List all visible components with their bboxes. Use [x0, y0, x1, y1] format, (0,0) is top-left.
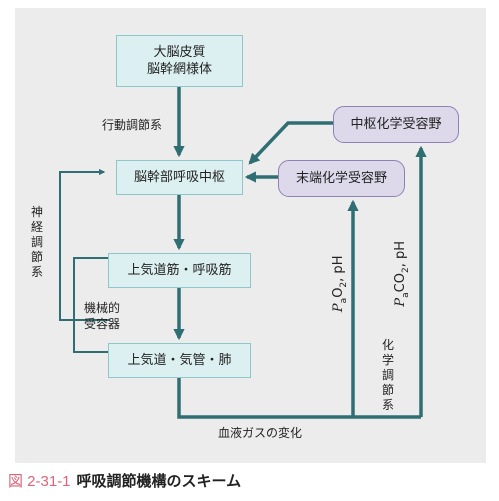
pao2-o: O — [331, 287, 347, 298]
paco2-rest: , pH — [393, 241, 409, 268]
pao2-p: P — [331, 303, 347, 313]
airway-label: 上気道・気管・肺 — [127, 353, 232, 368]
paco2-p: P — [393, 297, 409, 307]
muscles-label: 上気道筋・呼吸筋 — [127, 263, 232, 278]
central-chemoreceptor-label: 中枢化学受容野 — [350, 117, 442, 132]
pao2-ph-label: PaO2, pH — [331, 244, 349, 324]
neural-control-label: 神経調節系 — [30, 205, 43, 279]
figure-title: 呼吸調節機構のスキーム — [76, 472, 242, 490]
mechanoreceptor-line2: 受容器 — [84, 317, 121, 331]
airway-box: 上気道・気管・肺 — [108, 343, 251, 378]
muscles-box: 上気道筋・呼吸筋 — [108, 253, 251, 288]
peripheral-chemoreceptor-label: 末端化学受容野 — [295, 171, 387, 186]
pao2-two: 2 — [338, 281, 349, 288]
arrow-neural-loop — [59, 168, 110, 321]
line-mechanoreceptor-bracket — [73, 257, 108, 353]
figure-number: 図 2-31-1 — [8, 473, 71, 490]
mechanoreceptor-line1: 機械的 — [84, 301, 121, 315]
blood-gas-label: 血液ガスの変化 — [218, 426, 303, 440]
behavioral-control-label: 行動調節系 — [102, 118, 163, 132]
cortex-line2: 脳幹網様体 — [146, 62, 212, 77]
pao2-rest: , pH — [331, 255, 347, 282]
paco2-co: CO — [393, 273, 409, 293]
cortex-box: 大脳皮質 脳幹網様体 — [116, 35, 243, 87]
respiratory-center-label: 脳幹部呼吸中枢 — [133, 170, 225, 185]
respiratory-center-box: 脳幹部呼吸中枢 — [116, 160, 243, 195]
cortex-line1: 大脳皮質 — [153, 45, 206, 60]
mechanoreceptor-label: 機械的 受容器 — [84, 300, 120, 332]
central-chemoreceptor-box: 中枢化学受容野 — [333, 106, 459, 143]
pao2-subscript: a — [338, 297, 349, 304]
paco2-subscript: a — [400, 292, 411, 298]
diagram-panel — [15, 8, 486, 463]
paco2-two: 2 — [400, 267, 411, 274]
chemical-control-label: 化学調節系 — [381, 338, 394, 412]
paco2-ph-label: PaCO2, pH — [393, 229, 411, 319]
line-airway-to-bloodgas — [177, 378, 421, 419]
figure-caption: 図 2-31-1 呼吸調節機構のスキーム — [8, 470, 241, 491]
peripheral-chemoreceptor-box: 末端化学受容野 — [278, 160, 405, 197]
arrow-central-to-center — [248, 121, 333, 165]
